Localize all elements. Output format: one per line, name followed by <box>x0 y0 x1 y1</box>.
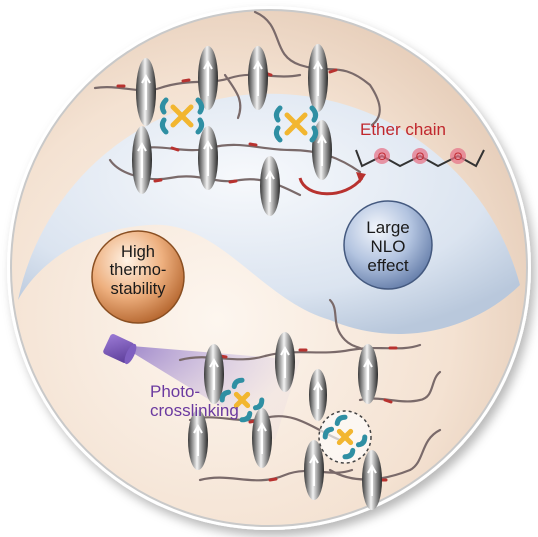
nlo-line-3: effect <box>367 256 409 276</box>
ether-oxygen-3 <box>450 148 466 164</box>
uv-lamp <box>103 334 137 365</box>
high-thermostability-label: High thermo- stability <box>88 243 188 298</box>
photocrosslinking-label: Photo- crosslinking <box>150 382 280 420</box>
ether-oxygen-1 <box>374 148 390 164</box>
lower-crosslinker-circled <box>322 414 368 460</box>
photo-line-1: Photo- <box>150 382 201 401</box>
thermo-line-1: High <box>121 243 155 261</box>
upper-chromophores <box>132 44 332 216</box>
thermo-line-2: thermo- <box>109 261 167 280</box>
lower-chain-red-segments <box>218 346 398 482</box>
ether-o-3: O <box>454 151 463 163</box>
nlo-sphere <box>343 200 433 290</box>
large-nlo-effect-label: Large NLO effect <box>346 218 430 275</box>
ether-chain-structure: O O O <box>355 148 485 168</box>
ether-o-2: O <box>416 151 425 163</box>
ether-arrow <box>298 177 364 196</box>
thermo-sphere <box>91 230 185 324</box>
ether-arrow-head <box>356 172 366 183</box>
nlo-line-2: NLO <box>370 237 406 257</box>
thermo-line-3: stability <box>110 279 166 298</box>
upper-crosslinker-right <box>273 105 319 143</box>
lower-crosslinker-beam <box>219 377 265 423</box>
photo-line-2: crosslinking <box>150 401 239 421</box>
lower-chromophores <box>188 332 382 510</box>
nlo-line-1: Large <box>366 218 410 237</box>
upper-crosslinker-left <box>159 97 205 135</box>
ether-oxygen-2 <box>412 148 428 164</box>
rim <box>10 9 528 527</box>
ether-o-1: O <box>378 151 387 163</box>
ether-chain-label: Ether chain <box>360 120 446 139</box>
